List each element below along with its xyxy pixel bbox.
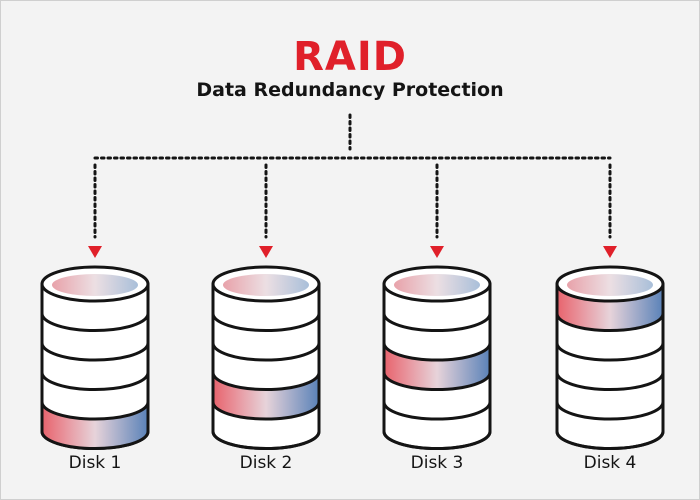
- disk-1: Disk 1: [40, 163, 150, 473]
- diagram-title: RAID: [293, 34, 407, 80]
- data-stripe: [42, 402, 148, 449]
- disk-layer-line: [211, 313, 321, 332]
- disk-top-platter: [394, 274, 480, 296]
- disk-label: Disk 3: [411, 453, 464, 473]
- disk-outline: [555, 284, 665, 450]
- disk-outline: [211, 284, 321, 450]
- disk-layer-line: [555, 342, 665, 362]
- disk-outline: [40, 284, 150, 450]
- disk-layer-line: [40, 401, 150, 421]
- diagram-subtitle: Data Redundancy Protection: [196, 79, 504, 101]
- data-stripe: [213, 372, 319, 419]
- disk-layer-line: [40, 313, 150, 332]
- arrow-down-icon: [430, 246, 444, 258]
- arrow-down-icon: [259, 246, 273, 258]
- disk-layer-line: [555, 372, 665, 391]
- data-stripe: [384, 343, 490, 390]
- arrow-down-icon: [603, 246, 617, 258]
- disk-layer-line: [382, 372, 492, 391]
- disk-layer-line: [555, 313, 665, 332]
- disk-2: Disk 2: [211, 163, 321, 473]
- disk-top-platter: [223, 274, 309, 296]
- disk-layer-line: [40, 342, 150, 362]
- disk-layer-line: [211, 372, 321, 391]
- disk-layer-line: [40, 372, 150, 391]
- disk-label: Disk 2: [240, 453, 293, 473]
- disk-top-platter: [52, 274, 138, 296]
- disk-layer-line: [382, 342, 492, 362]
- disk-layer-line: [211, 342, 321, 362]
- connector-lines: [93, 113, 612, 160]
- arrow-down-icon: [88, 246, 102, 258]
- disk-label: Disk 4: [584, 453, 637, 473]
- disk-3: Disk 3: [382, 163, 492, 473]
- disk-layer-line: [555, 401, 665, 421]
- disk-label: Disk 1: [69, 453, 122, 473]
- disk-layer-line: [211, 401, 321, 421]
- disk-layer-line: [382, 401, 492, 421]
- disk-4: Disk 4: [555, 163, 665, 473]
- disk-body: [211, 282, 321, 450]
- disk-top-platter: [567, 274, 653, 296]
- disk-array: Disk 1 Disk 2 Disk 3 Disk 4: [40, 163, 665, 473]
- disk-outline: [382, 284, 492, 450]
- data-stripe: [557, 284, 663, 331]
- disk-layer-line: [382, 313, 492, 332]
